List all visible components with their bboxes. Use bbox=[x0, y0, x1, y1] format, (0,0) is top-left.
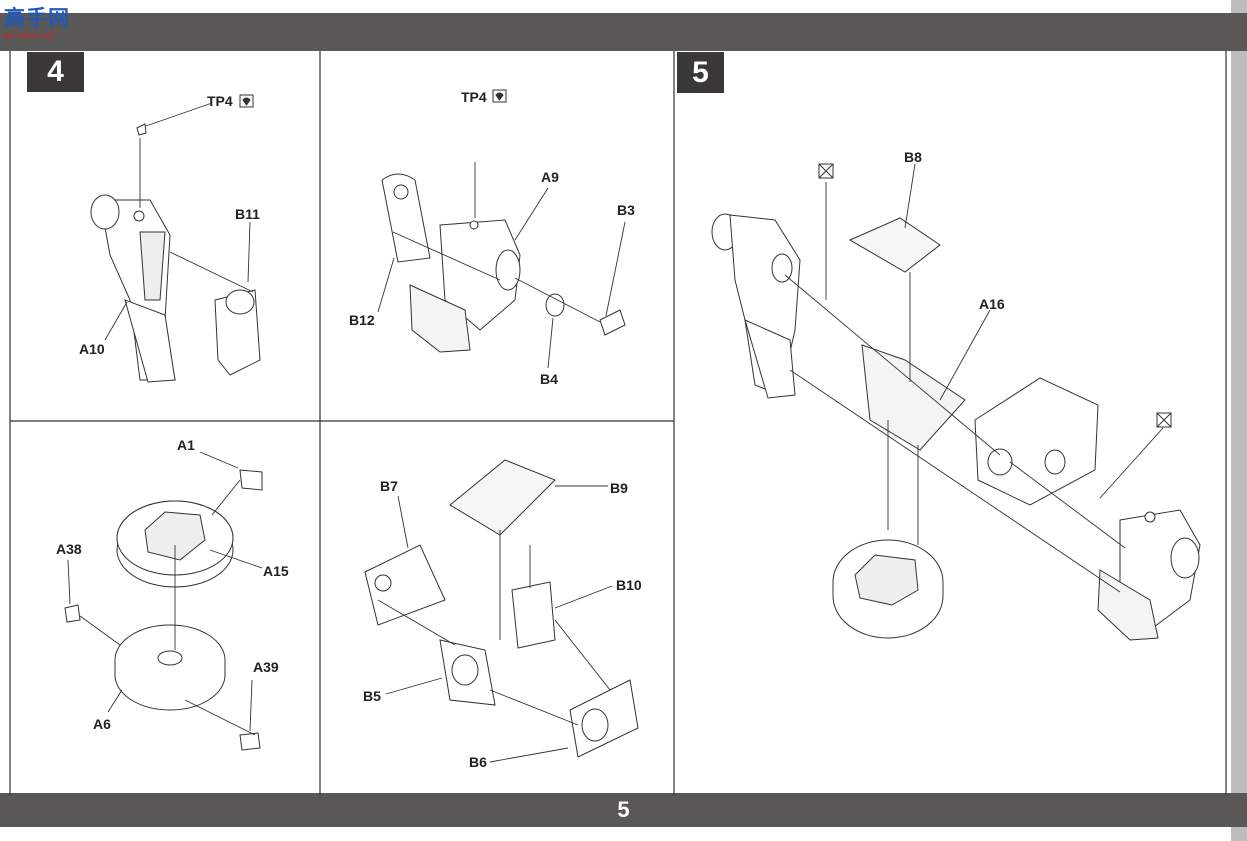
label-a9: A9 bbox=[541, 169, 559, 185]
part-b9 bbox=[449, 459, 556, 536]
part-a16-frame bbox=[861, 344, 966, 451]
label-a38: A38 bbox=[56, 541, 82, 557]
leaders-5 bbox=[784, 163, 1164, 593]
label-a6: A6 bbox=[93, 716, 111, 732]
part-a9-body bbox=[409, 219, 521, 353]
label-b12: B12 bbox=[349, 312, 375, 328]
panel-borders bbox=[9, 51, 1227, 795]
label-b3: B3 bbox=[617, 202, 635, 218]
part-a10-assembled bbox=[711, 213, 801, 399]
label-a1: A1 bbox=[177, 437, 195, 453]
no-glue-icon bbox=[818, 163, 1172, 428]
label-b8: B8 bbox=[904, 149, 922, 165]
header-bar bbox=[0, 13, 1247, 51]
leaders-4d bbox=[377, 485, 613, 763]
part-b8-plate bbox=[848, 217, 941, 273]
logo-subtitle: gao-shou.com bbox=[4, 31, 55, 40]
part-a9-assembled bbox=[1097, 509, 1201, 641]
part-b11 bbox=[214, 289, 261, 376]
part-gear-box bbox=[974, 377, 1099, 506]
label-a10: A10 bbox=[79, 341, 105, 357]
label-a39: A39 bbox=[253, 659, 279, 675]
label-tp4: TP4 bbox=[207, 93, 233, 109]
part-b4 bbox=[545, 293, 565, 317]
label-b9: B9 bbox=[610, 480, 628, 496]
part-b3 bbox=[599, 309, 626, 336]
logo-title: 高手网 bbox=[4, 7, 70, 30]
part-hatch-ring bbox=[832, 539, 944, 639]
label-b4: B4 bbox=[540, 371, 558, 387]
label-b6: B6 bbox=[469, 754, 487, 770]
label-b7: B7 bbox=[380, 478, 398, 494]
part-b5 bbox=[439, 639, 496, 706]
leaders-4a bbox=[104, 102, 254, 341]
label-a15: A15 bbox=[263, 563, 289, 579]
label-b10: B10 bbox=[616, 577, 642, 593]
part-b10 bbox=[511, 581, 556, 649]
part-a10 bbox=[90, 194, 176, 383]
label-b5: B5 bbox=[363, 688, 381, 704]
page-edge bbox=[1231, 0, 1247, 841]
part-a6 bbox=[114, 624, 226, 711]
part-tp4-pin bbox=[133, 123, 147, 222]
step-number-4: 4 bbox=[27, 52, 84, 92]
label-tp4: TP4 bbox=[461, 89, 487, 105]
leaders-4c bbox=[67, 451, 263, 736]
part-b12 bbox=[381, 173, 431, 263]
part-a39 bbox=[239, 732, 261, 751]
site-logo: 高手网 gao-shou.com bbox=[4, 8, 84, 42]
label-b11: B11 bbox=[235, 206, 260, 222]
leaders-4b bbox=[377, 162, 626, 369]
part-a1 bbox=[239, 469, 263, 491]
footer-bar bbox=[0, 793, 1247, 827]
part-b7 bbox=[364, 544, 446, 626]
glue-icon bbox=[239, 89, 507, 108]
label-a16: A16 bbox=[979, 296, 1005, 312]
part-a38 bbox=[64, 604, 81, 623]
step-number-5: 5 bbox=[677, 52, 724, 93]
part-b6 bbox=[569, 679, 639, 758]
page-number: 5 bbox=[617, 797, 630, 822]
